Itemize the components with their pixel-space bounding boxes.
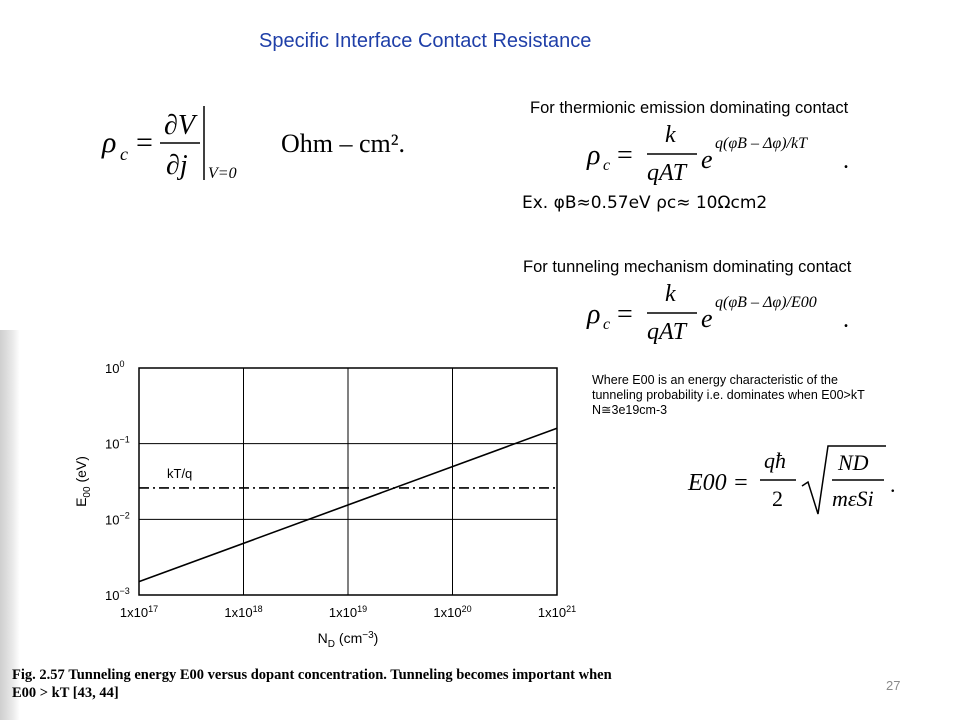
caption-text-line2: E00 > kT [43, 44] — [12, 685, 119, 701]
thermionic-equation-svg: ρ c = k qAT e q(φB – Δφ)/kT . — [586, 122, 849, 186]
chart-grid — [138, 367, 558, 596]
caption-label: Fig. 2.57 — [12, 667, 65, 683]
e00-note-line1: Where E00 is an energy characteristic of… — [592, 373, 838, 387]
x-tick-label: 1x1017 — [120, 604, 158, 620]
svg-text:ρ: ρ — [586, 299, 600, 330]
chart-labels: 1x1017 1x1018 1x1019 1x1020 1x1021 10−3 10−2 10… — [73, 359, 576, 650]
svg-text:mεSi: mεSi — [832, 486, 874, 511]
x-tick-label: 1x1021 — [538, 604, 576, 620]
svg-text:ρ: ρ — [101, 126, 116, 159]
definition-equation-svg: ρ c = ∂V ∂j V=0 Ohm – cm². — [101, 106, 405, 182]
svg-text:k: k — [665, 281, 676, 307]
svg-text:ρ: ρ — [586, 140, 600, 171]
definition-equation: ρ c = ∂V ∂j V=0 Ohm – cm². — [96, 100, 426, 190]
y-tick-label: 10−2 — [105, 510, 130, 527]
tunneling-exponent: q(φB – Δφ)/E00 — [715, 294, 817, 311]
e00-chart: 1x1017 1x1018 1x1019 1x1020 1x1021 10−3 10−2 10… — [73, 359, 576, 650]
svg-text:=: = — [617, 299, 633, 330]
series-line-e00 — [138, 427, 558, 583]
definition-eval: V=0 — [208, 165, 237, 182]
caption-text: Tunneling energy E00 versus dopant conce… — [68, 667, 612, 683]
x-tick-label: 1x1019 — [329, 604, 367, 620]
svg-text:E00 =: E00 = — [687, 470, 749, 496]
svg-text:c: c — [603, 157, 610, 174]
y-tick-label: 10−1 — [105, 435, 130, 452]
thermionic-exponent: q(φB – Δφ)/kT — [715, 135, 808, 152]
chart-series — [138, 427, 558, 583]
svg-text:qAT: qAT — [647, 319, 688, 345]
svg-text:.: . — [843, 148, 849, 174]
thermionic-example: Ex. φB≈0.57eV ρc≈ 10Ωcm2 — [522, 193, 768, 213]
svg-text:qAT: qAT — [647, 160, 688, 186]
y-tick-label: 10−3 — [105, 586, 130, 603]
e00-equation-svg: E00 = qħ 2 ND mεSi . — [687, 445, 896, 515]
x-tick-label: 1x1020 — [433, 604, 471, 620]
svg-text:=: = — [136, 126, 153, 159]
slide-title: Specific Interface Contact Resistance — [259, 30, 592, 52]
tunneling-equation: ρ c = k qAT e q(φB – Δφ)/E00 . — [585, 277, 865, 347]
svg-text:c: c — [120, 144, 128, 164]
svg-text:qħ: qħ — [764, 448, 786, 473]
e00-note-line3: N≅3e19cm-3 — [592, 403, 668, 417]
svg-text:e: e — [701, 145, 713, 174]
svg-text:c: c — [603, 316, 610, 333]
e00-note-line2: tunneling probability i.e. dominates whe… — [592, 388, 865, 402]
x-tick-label: 1x1018 — [224, 604, 262, 620]
e00-equation: E00 = qħ 2 ND mεSi . — [686, 440, 906, 520]
thermionic-equation: ρ c = k qAT e q(φB – Δφ)/kT . — [585, 118, 865, 188]
page-edge-shadow — [0, 330, 20, 720]
svg-text:∂V: ∂V — [164, 110, 198, 141]
svg-text:=: = — [617, 140, 633, 171]
y-tick-label: 100 — [105, 359, 124, 376]
e00-note: Where E00 is an energy characteristic of… — [592, 373, 865, 418]
svg-text:e: e — [701, 304, 713, 333]
x-axis-label: ND (cm−3) — [318, 630, 379, 650]
tunneling-equation-svg: ρ c = k qAT e q(φB – Δφ)/E00 . — [586, 281, 849, 345]
tunneling-heading: For tunneling mechanism dominating conta… — [523, 258, 852, 276]
svg-text:2: 2 — [772, 486, 783, 511]
svg-text:ND: ND — [837, 450, 869, 475]
page-number: 27 — [886, 678, 901, 693]
svg-text:k: k — [665, 122, 676, 148]
series-label: kT/q — [167, 466, 192, 481]
definition-unit: Ohm – cm². — [281, 129, 405, 158]
svg-text:∂j: ∂j — [166, 150, 188, 181]
thermionic-heading: For thermionic emission dominating conta… — [530, 99, 849, 117]
svg-text:.: . — [890, 472, 896, 497]
y-axis-label: E00 (eV) — [73, 456, 93, 507]
svg-text:.: . — [843, 307, 849, 333]
figure-caption: Fig. 2.57 Tunneling energy E00 versus do… — [12, 666, 672, 702]
